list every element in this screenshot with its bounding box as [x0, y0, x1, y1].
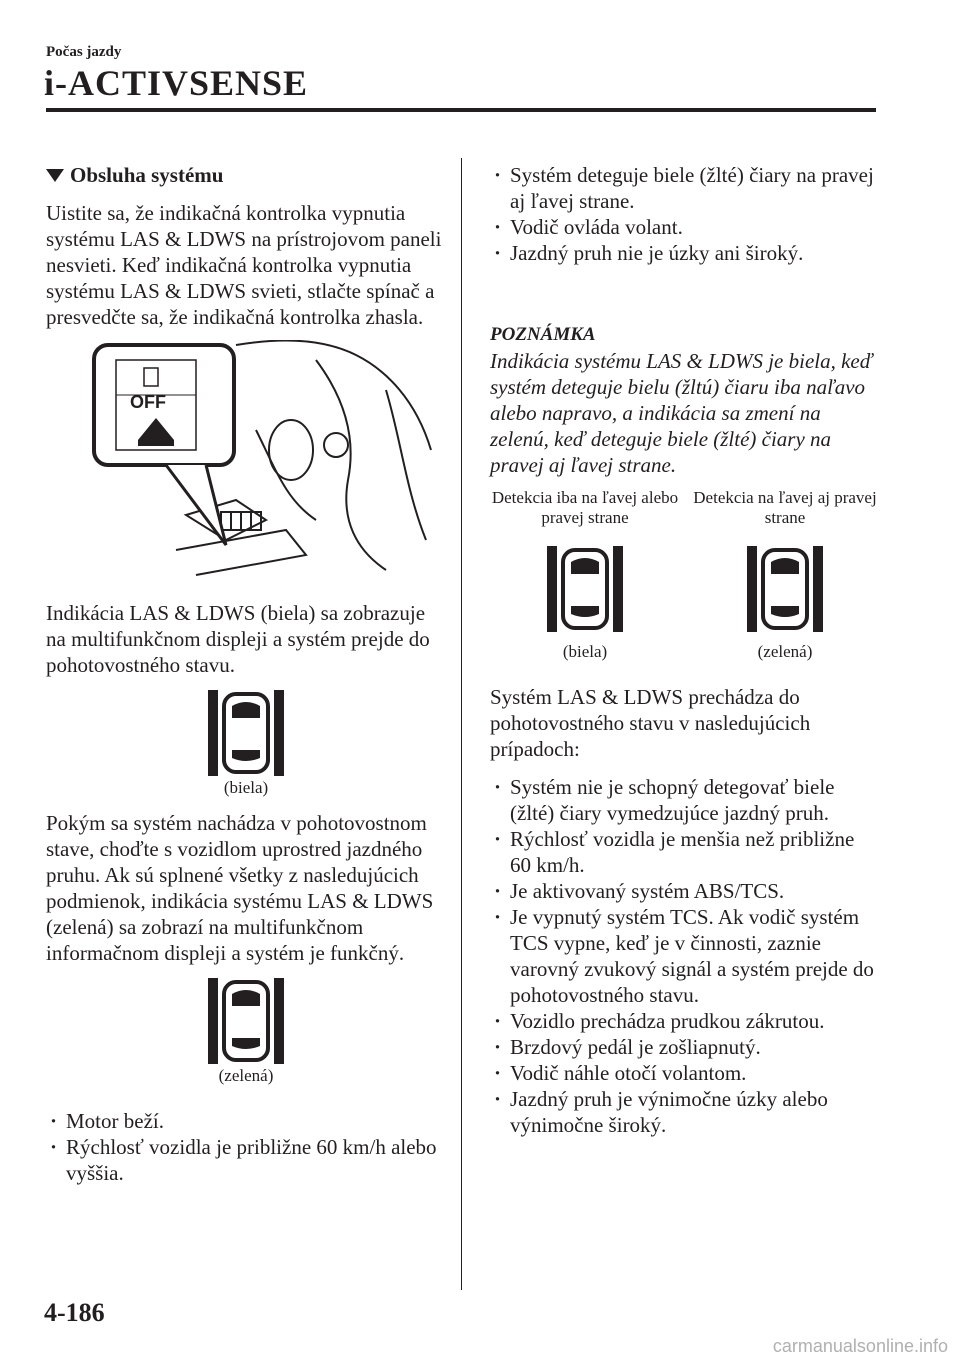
figure-single-side: Detekcia iba na ľavej alebo pravej stran… [490, 488, 680, 662]
figure-both-sides: Detekcia na ľavej aj pravej strane (zele… [690, 488, 880, 662]
figure-caption-top: Detekcia na ľavej aj pravej strane [693, 488, 877, 527]
list-item: Vodič ovláda volant. [490, 214, 880, 240]
condition-list-continued: Systém deteguje biele (žlté) čiary na pr… [490, 162, 880, 266]
las-ldws-display-green: (zelená) [46, 976, 446, 1086]
paragraph-white-indication: Indikácia LAS & LDWS (biela) sa zobrazuj… [46, 601, 430, 677]
switch-illustration: OFF [86, 339, 446, 586]
dashboard-switch-illustration: OFF [92, 339, 432, 576]
list-item: Rýchlosť vozidla je menšia než približne… [490, 826, 880, 878]
caption-green: (zelená) [218, 1066, 274, 1085]
figure-caption-bottom: (zelená) [757, 642, 813, 661]
header-divider [46, 108, 876, 112]
lane-keep-white-icon [208, 690, 284, 776]
lane-keep-green-icon [208, 978, 284, 1064]
list-item: Systém nie je schopný detegovať biele (ž… [490, 774, 880, 826]
watermark: carmanualsonline.info [772, 1336, 948, 1356]
note-title: POZNÁMKA [490, 324, 596, 345]
list-item: Vodič náhle otočí volantom. [490, 1060, 880, 1086]
lane-keep-white-icon [547, 546, 623, 632]
section-subtitle: Počas jazdy [46, 44, 122, 60]
section-heading-text: Obsluha systému [70, 163, 224, 187]
note-figures: Detekcia iba na ľavej alebo pravej stran… [490, 488, 880, 662]
list-item: Rýchlosť vozidla je približne 60 km/h al… [46, 1134, 446, 1186]
figure-caption-bottom: (biela) [562, 642, 608, 661]
list-item: Je aktivovaný systém ABS/TCS. [490, 878, 880, 904]
paragraph-check-indicator: Uistite sa, že indikačná kontrolka vypnu… [46, 201, 442, 329]
page-number: 4-186 [44, 1298, 105, 1327]
left-column: Obsluha systému Uistite sa, že indikačná… [46, 162, 446, 1186]
triangle-bullet-icon [46, 168, 64, 182]
paragraph-conditions: Pokým sa systém nachádza v pohotovostnom… [46, 811, 434, 965]
standby-conditions-list: Systém nie je schopný detegovať biele (ž… [490, 774, 880, 1138]
list-item: Vozidlo prechádza prudkou zákrutou. [490, 1008, 880, 1034]
paragraph-standby: Systém LAS & LDWS prechádza do pohotovos… [490, 685, 811, 761]
list-item: Jazdný pruh nie je úzky ani široký. [490, 240, 880, 266]
list-item: Motor beží. [46, 1108, 446, 1134]
column-divider [461, 158, 462, 1290]
lane-keep-green-icon [747, 546, 823, 632]
caption-white: (biela) [223, 778, 269, 797]
list-item: Je vypnutý systém TCS. Ak vodič systém T… [490, 904, 880, 1008]
condition-list: Motor beží. Rýchlosť vozidla je približn… [46, 1108, 446, 1186]
right-column: Systém deteguje biele (žlté) čiary na pr… [490, 162, 880, 1138]
list-item: Systém deteguje biele (žlté) čiary na pr… [490, 162, 880, 214]
list-item: Jazdný pruh je výnimočne úzky alebo výni… [490, 1086, 880, 1138]
figure-caption-top: Detekcia iba na ľavej alebo pravej stran… [491, 488, 679, 527]
section-heading: Obsluha systému [46, 162, 446, 188]
las-ldws-display-white: (biela) [46, 688, 446, 798]
list-item: Brzdový pedál je zošliapnutý. [490, 1034, 880, 1060]
page-title: i-ACTIVSENSE [44, 63, 309, 103]
note-body: Indikácia systému LAS & LDWS je biela, k… [490, 349, 873, 477]
off-label: OFF [130, 392, 166, 412]
